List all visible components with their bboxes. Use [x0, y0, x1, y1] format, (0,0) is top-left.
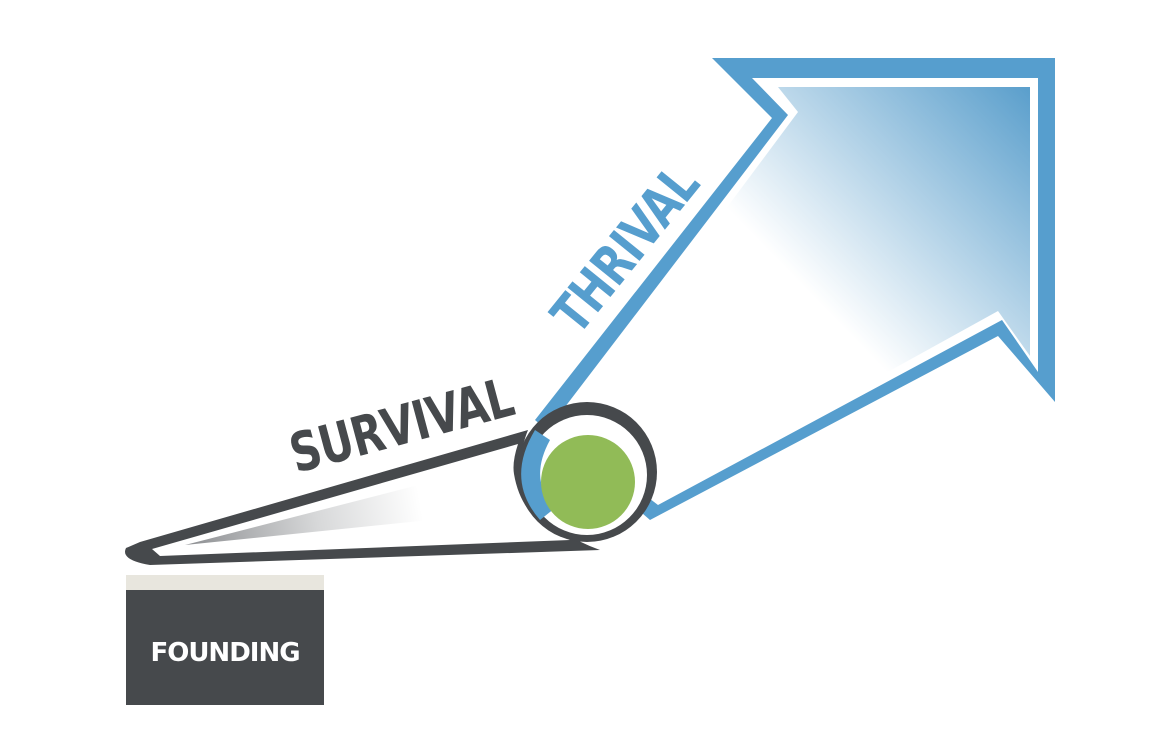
- thrival-arrow-fill: [565, 87, 1030, 495]
- survival-gradient: [185, 482, 430, 545]
- founding-label: FOUNDING: [150, 638, 299, 668]
- green-node: [541, 435, 635, 529]
- founding-box: [126, 590, 324, 705]
- founding-base-top: [126, 575, 324, 591]
